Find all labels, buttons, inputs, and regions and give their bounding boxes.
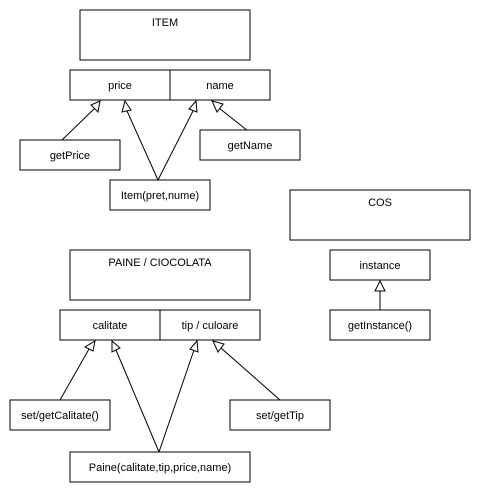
edges (59, 99, 386, 453)
arrowhead-calitate-left (83, 339, 96, 352)
edge-itemctor-to-name (157, 110, 194, 181)
edge-setgettip-to-tip (220, 347, 281, 401)
arrowhead-name-left (188, 99, 198, 113)
item-price-box: price (69, 69, 171, 101)
item-name-box: name (169, 69, 271, 101)
getprice-label: getPrice (50, 150, 90, 162)
getname-label: getName (228, 140, 273, 152)
arrowhead-price-right (121, 99, 132, 113)
arrowhead-calitate-right (111, 339, 121, 353)
set-get-calitate-box: set/getCalitate() (9, 399, 111, 431)
getinstance-box: getInstance() (329, 309, 431, 341)
item-price-label: price (108, 80, 132, 92)
item-name-label: name (206, 80, 234, 92)
edge-painector-to-calitate (115, 349, 160, 453)
paine-constructor-label: Paine(calitate,tip,price,name) (89, 462, 231, 474)
arrowhead-tip-left (189, 339, 199, 353)
edge-getname-to-name (218, 107, 249, 132)
arrowhead-instance (374, 279, 386, 292)
cos-class-box: COS (289, 189, 471, 241)
cos-instance-box: instance (329, 249, 431, 281)
arrowhead-price-left (90, 100, 101, 114)
cos-instance-label: instance (360, 260, 401, 272)
getprice-box: getPrice (19, 139, 121, 171)
paine-constructor-box: Paine(calitate,tip,price,name) (69, 451, 251, 483)
paine-class-box: PAINE / CIOCOLATA (69, 249, 251, 301)
item-constructor-box: Item(pret,nume) (109, 179, 211, 211)
edge-setgetcalitate-to-calitate (59, 348, 90, 401)
arrowhead-tip-right (212, 340, 225, 353)
set-get-calitate-label: set/getCalitate() (21, 410, 99, 422)
paine-title: PAINE / CIOCOLATA (108, 257, 212, 269)
set-get-tip-label: set/getTip (256, 410, 304, 422)
edge-itemctor-to-price (126, 110, 159, 181)
item-title: ITEM (152, 17, 178, 29)
cos-title: COS (368, 197, 392, 209)
paine-calitate-label: calitate (93, 320, 128, 332)
item-class-box: ITEM (79, 9, 251, 61)
getname-box: getName (199, 129, 301, 161)
item-constructor-label: Item(pret,nume) (121, 190, 199, 202)
edge-painector-to-tip (158, 349, 195, 453)
getinstance-label: getInstance() (348, 320, 412, 332)
paine-calitate-box: calitate (59, 309, 161, 341)
edge-getprice-to-price (61, 107, 96, 141)
set-get-tip-box: set/getTip (229, 399, 331, 431)
paine-tip-label: tip / culoare (182, 320, 239, 332)
paine-tip-box: tip / culoare (159, 309, 261, 341)
arrowhead-name-right (211, 100, 224, 113)
